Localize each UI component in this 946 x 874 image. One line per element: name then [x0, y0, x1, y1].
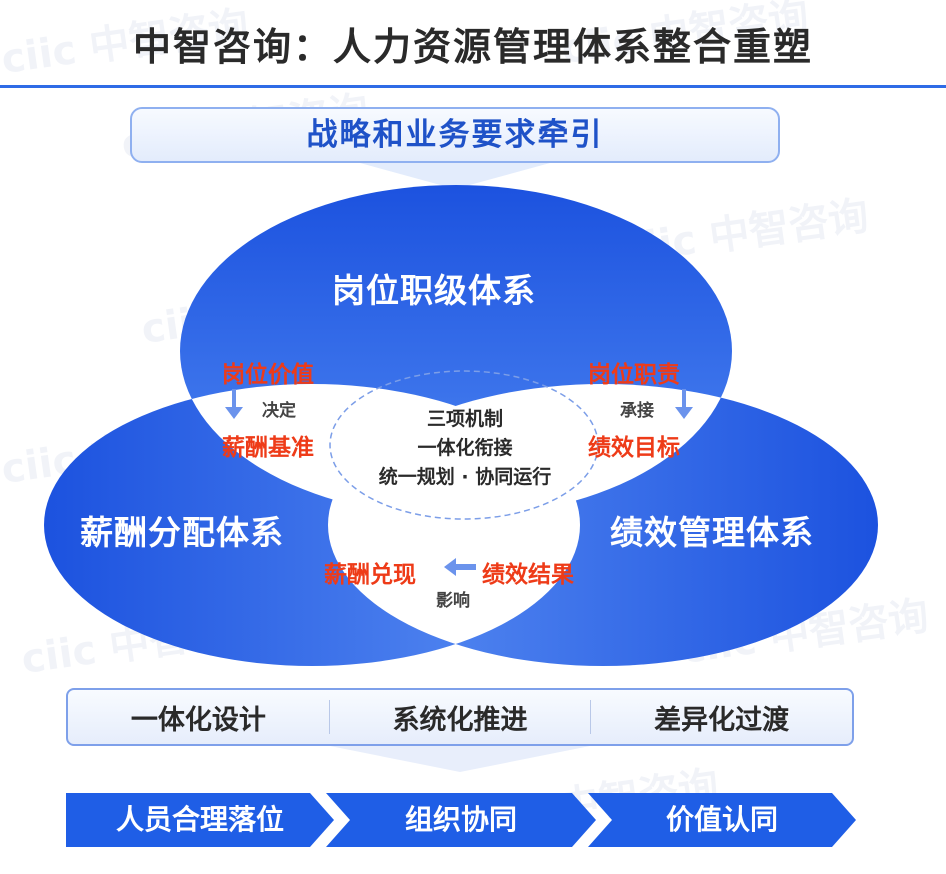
- link-top-right-from: 岗位职责: [588, 362, 680, 388]
- circle-label-left: 薪酬分配体系: [80, 513, 284, 552]
- overlap-left-right: [328, 384, 580, 666]
- link-bottom-verb: 影响: [436, 591, 470, 611]
- arrow-down-right: [675, 389, 693, 419]
- center-line-1: 三项机制: [426, 408, 503, 430]
- link-top-left-verb: 决定: [262, 401, 296, 421]
- center-line-3: 统一规划 · 协同运行: [378, 466, 552, 488]
- arrow-down-left: [225, 389, 243, 419]
- strategy-banner: 战略和业务要求牵引: [130, 107, 780, 163]
- center-dashed-ring: [329, 370, 599, 520]
- principle-item: 系统化推进: [392, 704, 528, 736]
- link-top-left-from: 岗位价值: [222, 362, 314, 388]
- outcome-step: 价值认同: [588, 793, 856, 847]
- page-title: 中智咨询：人力资源管理体系整合重塑: [132, 25, 813, 69]
- outcome-step: 组织协同: [326, 793, 596, 847]
- link-bottom-from: 绩效结果: [482, 562, 574, 588]
- principle-item: 一体化设计: [130, 704, 266, 736]
- principle-item: 差异化过渡: [654, 704, 790, 736]
- banner-arrow-shape: [360, 163, 550, 189]
- link-top-left-to: 薪酬基准: [222, 435, 314, 461]
- divider: [328, 700, 330, 734]
- circle-label-top: 岗位职级体系: [332, 271, 536, 310]
- center-line-2: 一体化衔接: [417, 437, 513, 459]
- arrow-left-bottom: [444, 558, 476, 576]
- chevron-right-icon: ›: [334, 806, 344, 834]
- link-top-right-verb: 承接: [620, 401, 654, 421]
- title-divider: [0, 85, 946, 88]
- divider: [590, 700, 592, 734]
- center-mechanism: 三项机制 一体化衔接 统一规划 · 协同运行: [340, 405, 590, 492]
- chevron-right-icon: ›: [596, 806, 606, 834]
- outcome-step: 人员合理落位: [66, 793, 334, 847]
- circle-label-right: 绩效管理体系: [610, 513, 814, 552]
- link-bottom-to: 薪酬兑现: [324, 562, 416, 588]
- principles-bar: 一体化设计 系统化推进 差异化过渡: [66, 688, 854, 746]
- link-top-right-to: 绩效目标: [588, 435, 680, 461]
- bar-arrow-shape: [330, 746, 590, 772]
